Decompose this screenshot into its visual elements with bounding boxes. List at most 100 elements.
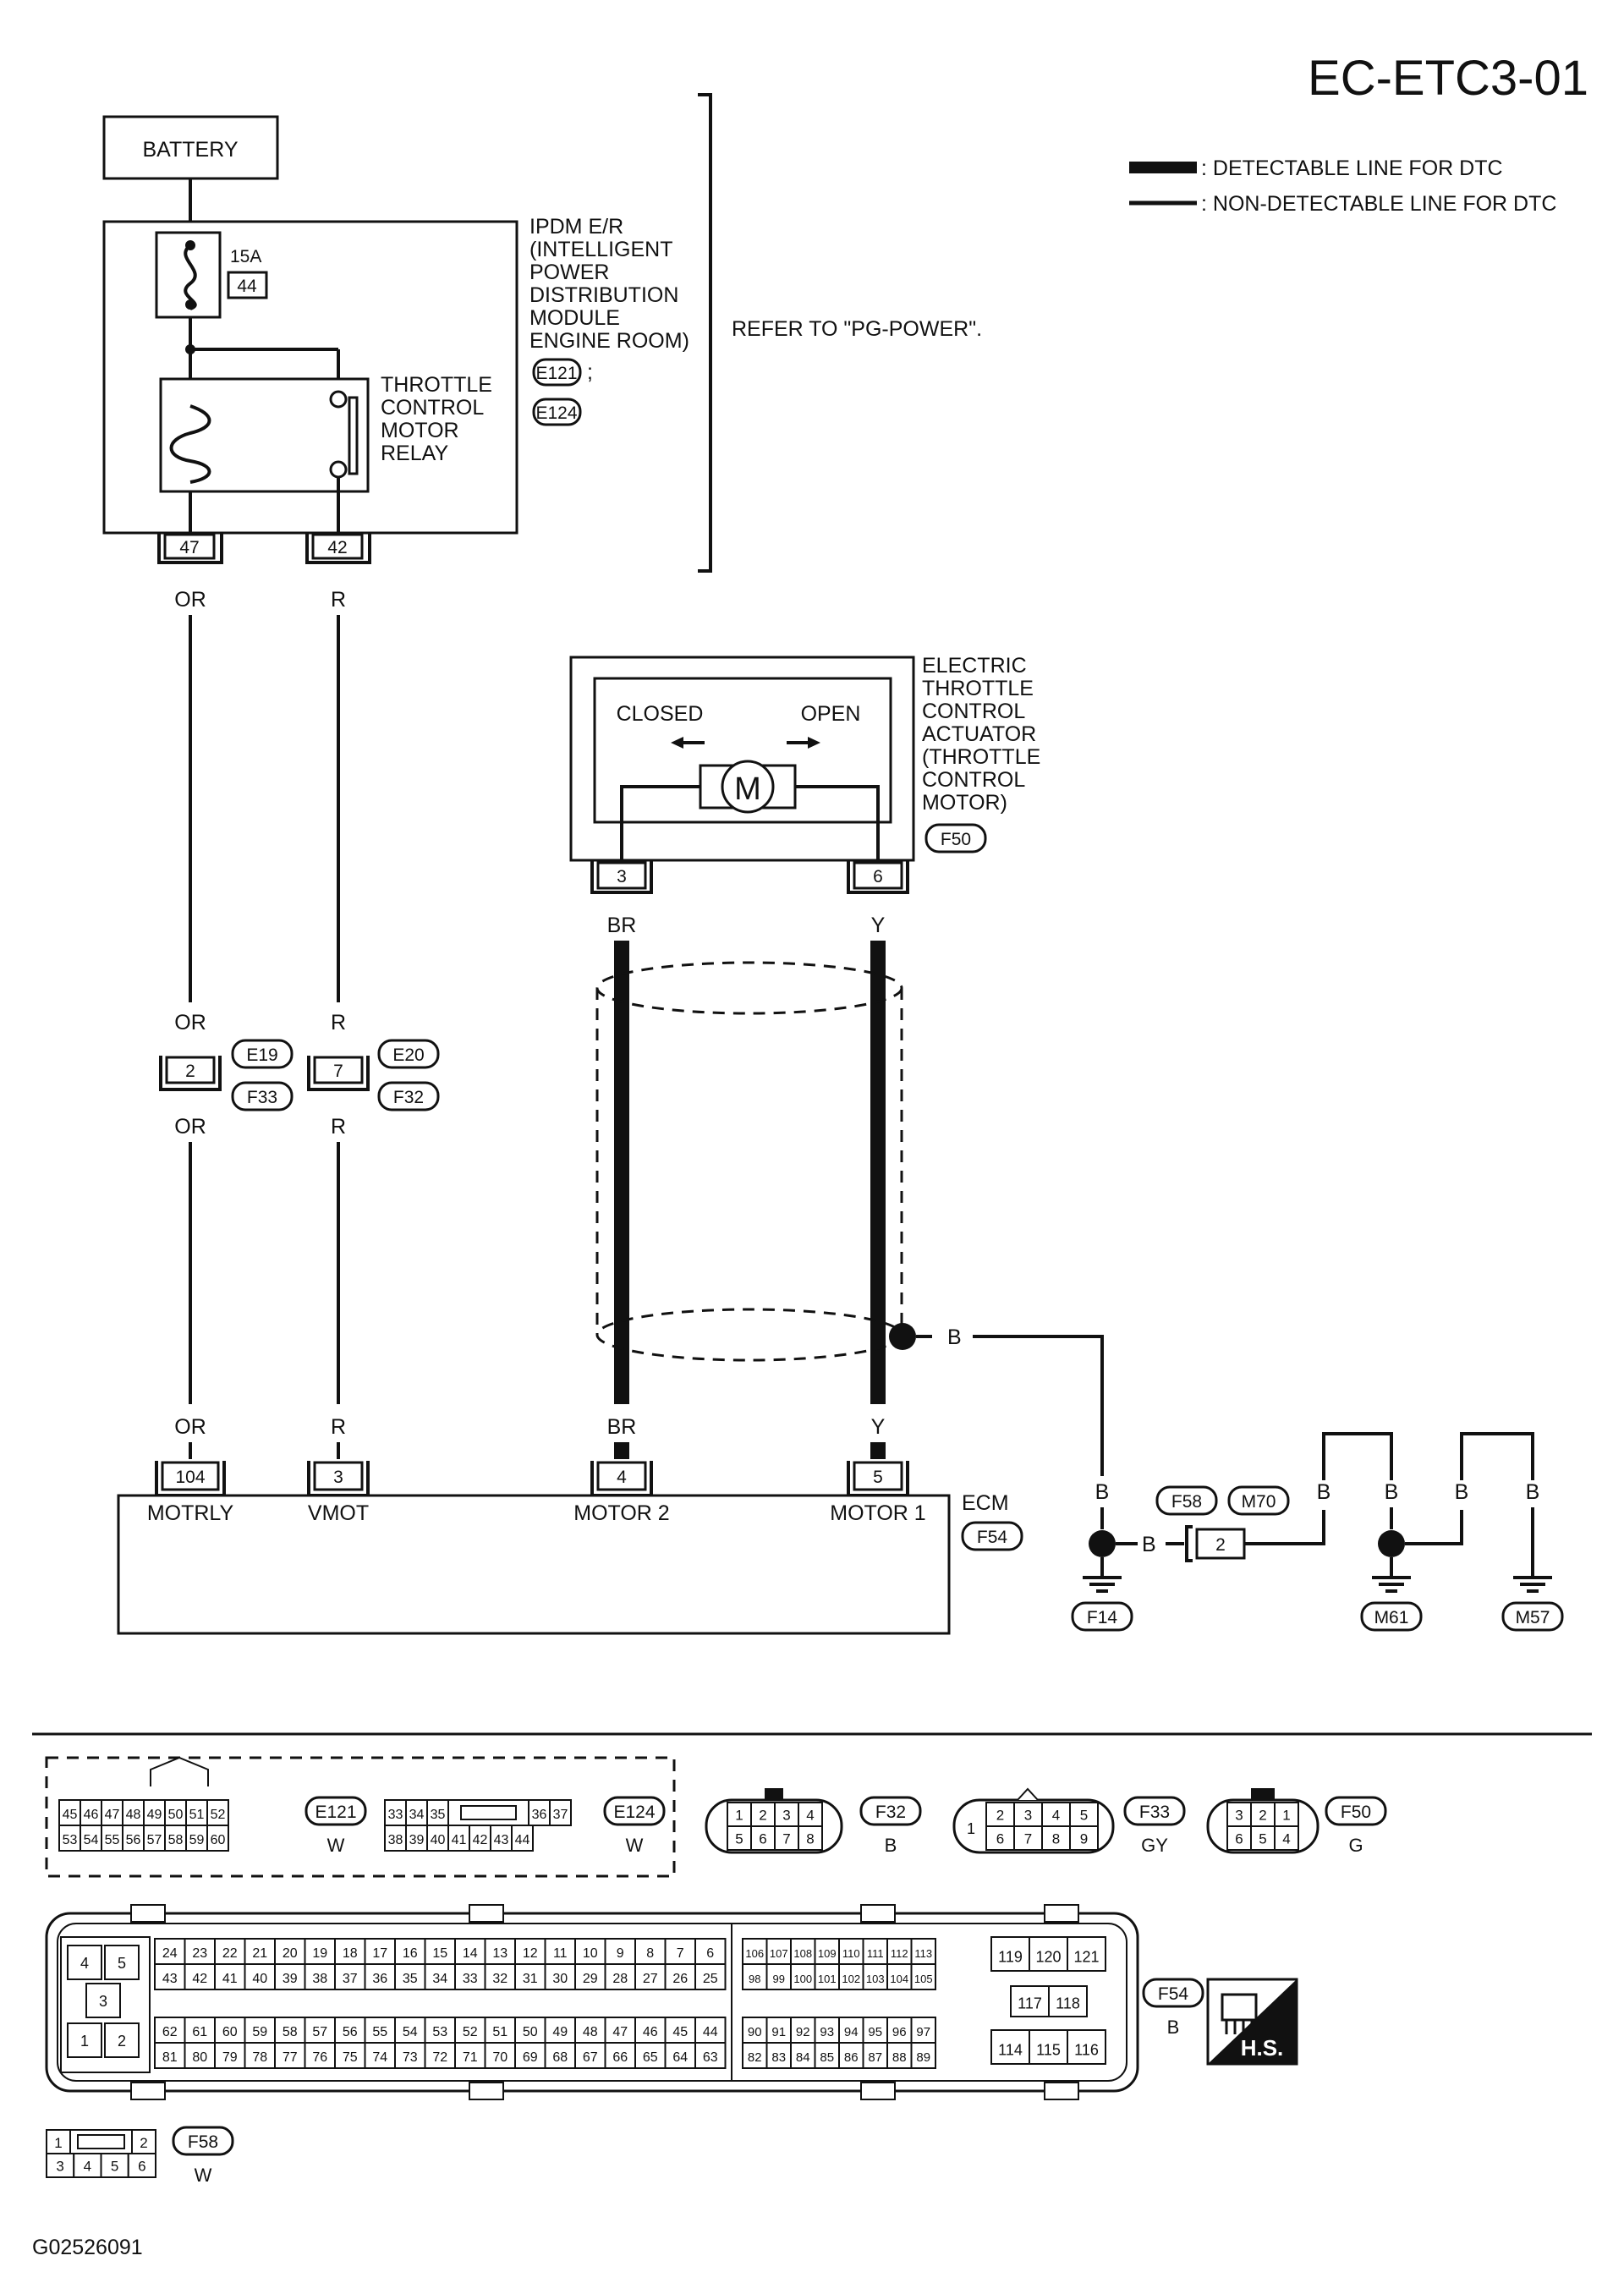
svg-text:RELAY: RELAY [381, 442, 448, 465]
f54-pin-37: 37 [343, 1972, 358, 1986]
f33-pin-2: 2 [996, 1808, 1004, 1824]
wire-or-top: OR [174, 588, 206, 612]
ground-wire-b-5: B [1455, 1480, 1469, 1504]
f54-pin-10: 10 [583, 1946, 598, 1961]
f50-pin-3: 3 [1235, 1808, 1243, 1824]
f54-pin-23: 23 [192, 1946, 207, 1961]
f33-pin-1: 1 [967, 1820, 975, 1837]
f54-pin-119: 119 [998, 1949, 1023, 1966]
svg-text:M57: M57 [1516, 1608, 1550, 1627]
f33-pin-3: 3 [1024, 1808, 1032, 1824]
f54-pin-14: 14 [463, 1946, 478, 1961]
e121-pin-60: 60 [211, 1833, 226, 1847]
f32-pin-4: 4 [806, 1808, 814, 1824]
f54-pin-95: 95 [868, 2025, 882, 2039]
connector-f50-color: G [1348, 1835, 1363, 1856]
f54-pin-101: 101 [818, 1973, 837, 1985]
f58-pin-2: 2 [140, 2135, 147, 2151]
f54-pin-81: 81 [162, 2050, 178, 2065]
ecm-terminal-3: 3 [307, 1461, 370, 1497]
f54-pin-93: 93 [820, 2025, 834, 2039]
page-id: EC-ETC3-01 [1308, 51, 1588, 106]
f54-pin-48: 48 [583, 2025, 598, 2039]
f54-pin-114: 114 [998, 2042, 1023, 2059]
connector-f58-id: F58 [188, 2132, 218, 2152]
svg-text:DISTRIBUTION: DISTRIBUTION [529, 283, 678, 307]
svg-text:5: 5 [873, 1468, 883, 1487]
connector-f33-color: GY [1141, 1835, 1168, 1856]
f54-pin-18: 18 [343, 1946, 358, 1961]
f54-pin-97: 97 [916, 2025, 930, 2039]
f54-pin-30: 30 [552, 1972, 568, 1986]
svg-text:ACTUATOR: ACTUATOR [922, 722, 1036, 746]
svg-text:THROTTLE: THROTTLE [381, 373, 492, 397]
f54-pin-117: 117 [1018, 1995, 1042, 2012]
f54-pin-34: 34 [432, 1972, 447, 1986]
svg-text:M70: M70 [1242, 1492, 1276, 1512]
f54-pin-109: 109 [818, 1947, 837, 1960]
f54-pin-11: 11 [553, 1946, 568, 1961]
f54-pin-82: 82 [748, 2050, 762, 2065]
f58-pin-5: 5 [111, 2159, 118, 2175]
svg-text:ENGINE ROOM): ENGINE ROOM) [529, 329, 689, 353]
f54-pin-77: 77 [283, 2050, 298, 2065]
f54-pin-89: 89 [916, 2050, 930, 2065]
f54-pin-6: 6 [706, 1946, 714, 1961]
f54-pin-45: 45 [672, 2025, 688, 2039]
f54-pin-39: 39 [283, 1972, 298, 1986]
f54-pin-120: 120 [1035, 1949, 1061, 1966]
f54-pin-67: 67 [583, 2050, 598, 2065]
svg-text:MOTOR): MOTOR) [922, 791, 1007, 815]
f54-pin-17: 17 [372, 1946, 387, 1961]
ecm-wire-r: R [331, 1415, 346, 1439]
ecm-terminal-4: 4 [590, 1461, 653, 1497]
motor-label: M [734, 771, 761, 807]
f54-pin-64: 64 [672, 2050, 688, 2065]
f54-pin-44: 44 [703, 2025, 718, 2039]
f54-pin-90: 90 [748, 2025, 762, 2039]
svg-text:F32: F32 [393, 1088, 424, 1107]
f54-pin-69: 69 [523, 2050, 538, 2065]
f54-pin-78: 78 [252, 2050, 267, 2065]
svg-text:2: 2 [185, 1062, 195, 1081]
f50-pin-5: 5 [1259, 1831, 1266, 1847]
svg-text:F58: F58 [1171, 1492, 1202, 1512]
ipdm-connector-e124: E124 [532, 398, 582, 426]
f54-pin-31: 31 [523, 1972, 538, 1986]
connector-f32-id: F32 [875, 1803, 906, 1822]
f54-pin-96: 96 [892, 2025, 907, 2039]
legend-non-detectable: : NON-DETECTABLE LINE FOR DTC [1201, 192, 1556, 216]
f54-pin-26: 26 [672, 1972, 688, 1986]
f33-pin-4: 4 [1052, 1808, 1060, 1824]
f54-pin-52: 52 [463, 2025, 478, 2039]
e121-pin-52: 52 [211, 1808, 226, 1822]
f54-pin-33: 33 [463, 1972, 478, 1986]
f54-pin-24: 24 [162, 1946, 178, 1961]
f54-pin-65: 65 [643, 2050, 658, 2065]
connector-e121-color: W [327, 1835, 345, 1856]
e124-pin-40: 40 [431, 1833, 446, 1847]
svg-text:47: 47 [179, 538, 199, 557]
harness-icon [1221, 1993, 1258, 2034]
svg-text:E19: E19 [246, 1045, 277, 1065]
svg-text:THROTTLE: THROTTLE [922, 677, 1034, 700]
e121-pin-51: 51 [189, 1808, 205, 1822]
f32-pin-1: 1 [735, 1808, 743, 1824]
ground-joint-pin-2: 2 [1185, 1525, 1246, 1562]
f54-pin-60: 60 [222, 2025, 238, 2039]
wire-y-top: Y [871, 914, 886, 937]
f54-pin-5: 5 [118, 1955, 126, 1972]
connector-e124-color: W [626, 1835, 644, 1856]
connector-f50-id: F50 [1341, 1803, 1371, 1822]
f32-pin-3: 3 [782, 1808, 790, 1824]
f54-pin-107: 107 [770, 1947, 788, 1960]
f54-pin-91: 91 [771, 2025, 786, 2039]
ecm-signal-motor2: MOTOR 2 [573, 1501, 669, 1525]
f54-pin-25: 25 [703, 1972, 718, 1986]
e121-pin-59: 59 [189, 1833, 205, 1847]
svg-text:H.S.: H.S. [1241, 2035, 1284, 2061]
connector-f54-id: F54 [1158, 1984, 1189, 2004]
f33-pin-6: 6 [996, 1831, 1004, 1847]
actuator-name: ELECTRIC THROTTLE CONTROL ACTUATOR (THRO… [922, 654, 1040, 815]
joint-7-wire-top: R [331, 1011, 346, 1034]
